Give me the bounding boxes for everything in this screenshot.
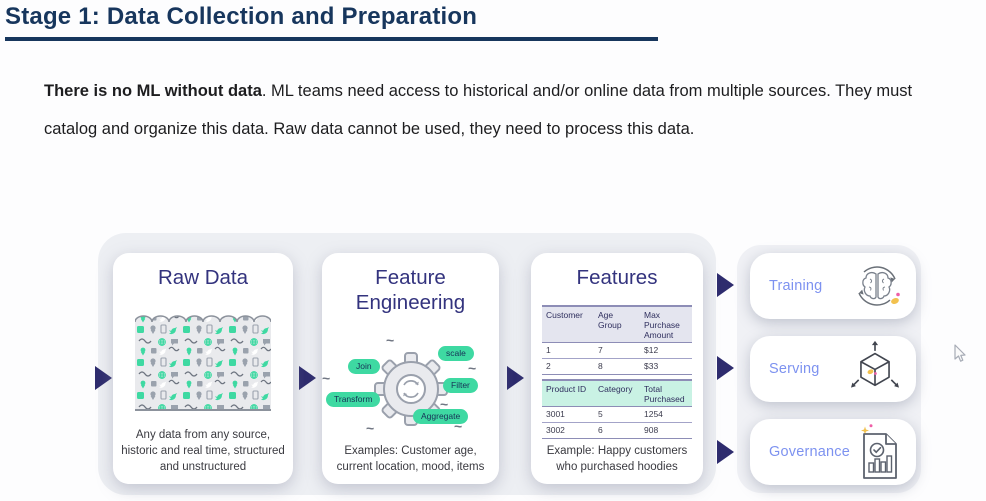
table-row: 1 7 $12 bbox=[542, 342, 692, 359]
fe-bubble-scale: scale bbox=[438, 346, 474, 361]
data-sea-illustration bbox=[113, 313, 293, 418]
table-header: Product ID bbox=[542, 379, 594, 407]
fe-bubble-join: Join bbox=[348, 359, 380, 374]
table-cell: 3001 bbox=[546, 409, 565, 420]
table-cell: 5 bbox=[598, 409, 603, 420]
card-features: Features Customer Age Group Max Purchase… bbox=[531, 253, 703, 484]
title-underline bbox=[5, 37, 658, 41]
card-features-title: Features bbox=[576, 266, 658, 289]
pill-training: Training bbox=[750, 253, 916, 319]
table-row: 3002 6 908 bbox=[542, 422, 692, 439]
table-cell: 1 bbox=[546, 345, 551, 356]
flow-arrow-icon bbox=[299, 366, 316, 390]
card-raw-data: Raw Data bbox=[113, 253, 293, 484]
table-row: 2 8 $33 bbox=[542, 358, 692, 375]
card-feature-engineering: Feature Engineering bbox=[322, 253, 499, 484]
card-feature-engineering-caption: Examples: Customer age, current location… bbox=[336, 445, 485, 474]
tilde-decor: ~ bbox=[366, 420, 375, 437]
table-row: 3001 5 1254 bbox=[542, 406, 692, 423]
features-table-products: Product ID Category Total Purchased 3001… bbox=[542, 379, 692, 439]
mouse-pointer-icon bbox=[954, 344, 966, 362]
table-cell: 7 bbox=[598, 345, 603, 356]
pill-training-label: Training bbox=[769, 278, 823, 294]
intro-bold-lead: There is no ML without data bbox=[44, 82, 262, 100]
tilde-decor: ~ bbox=[386, 332, 395, 349]
flow-arrow-icon bbox=[717, 273, 734, 297]
feature-engineering-illustration: Join scale Transform Filter Aggregate ~ … bbox=[322, 321, 499, 451]
intro-rest: . ML teams need access to historical and… bbox=[44, 82, 913, 138]
page-title: Stage 1: Data Collection and Preparation bbox=[5, 3, 478, 30]
card-feature-engineering-title: Feature Engineering bbox=[355, 266, 466, 314]
flow-arrow-icon bbox=[95, 366, 112, 390]
table-cell: $33 bbox=[644, 361, 659, 372]
pill-governance-label: Governance bbox=[769, 444, 850, 460]
table-header: Customer bbox=[542, 305, 594, 343]
intro-paragraph: There is no ML without data. ML teams ne… bbox=[44, 72, 946, 148]
fe-bubble-aggregate: Aggregate bbox=[413, 409, 469, 424]
table-header: Category bbox=[594, 379, 640, 407]
tilde-decor: ~ bbox=[468, 360, 477, 377]
card-features-caption: Example: Happy customers who purchased h… bbox=[546, 445, 688, 474]
flow-arrow-icon bbox=[507, 366, 524, 390]
table-cell: 908 bbox=[644, 425, 659, 436]
table-cell: 1254 bbox=[644, 409, 663, 420]
report-check-icon bbox=[861, 424, 897, 479]
table-header: Max Purchase Amount bbox=[640, 305, 692, 343]
pill-serving-label: Serving bbox=[769, 361, 820, 377]
table-cell: 3002 bbox=[546, 425, 565, 436]
table-cell: $12 bbox=[644, 345, 659, 356]
flow-arrow-icon bbox=[717, 440, 734, 464]
tilde-decor: ~ bbox=[440, 396, 449, 413]
table-cell: 6 bbox=[598, 425, 603, 436]
features-table-customers: Customer Age Group Max Purchase Amount 1… bbox=[542, 305, 692, 375]
card-raw-data-title: Raw Data bbox=[157, 266, 248, 289]
tilde-decor: ~ bbox=[454, 418, 463, 435]
table-cell: 8 bbox=[598, 361, 603, 372]
table-cell: 2 bbox=[546, 361, 551, 372]
fe-bubble-transform: Transform bbox=[326, 392, 381, 407]
table-header: Total Purchased bbox=[640, 379, 692, 407]
brain-cycle-icon bbox=[858, 266, 900, 306]
pill-serving: Serving bbox=[750, 336, 916, 402]
data-sea-icon bbox=[134, 314, 272, 411]
card-raw-data-caption: Any data from any source, historic and r… bbox=[121, 429, 285, 474]
pill-governance: Governance bbox=[750, 419, 916, 485]
cube-deploy-icon bbox=[850, 340, 900, 388]
tilde-decor: ~ bbox=[322, 370, 331, 387]
flow-arrow-icon bbox=[717, 356, 734, 380]
table-header: Age Group bbox=[594, 305, 640, 343]
fe-bubble-filter: Filter bbox=[443, 378, 478, 393]
